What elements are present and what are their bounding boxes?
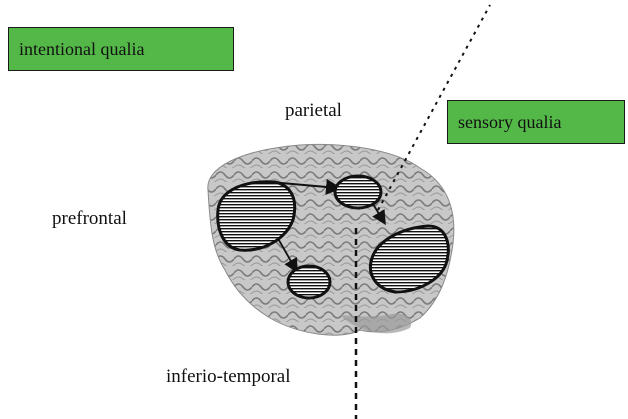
temporal-region	[288, 266, 330, 298]
parietal-region	[335, 176, 381, 208]
